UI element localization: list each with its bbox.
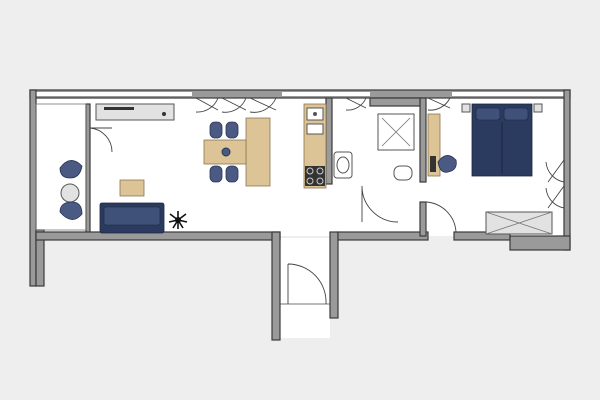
bath-bedroom-wall: [419, 97, 427, 183]
bedroom-window-right-2: [545, 185, 565, 209]
window-3: [249, 97, 277, 113]
bottom-wall-right-3: [509, 235, 571, 251]
nightstand-right: [533, 103, 543, 113]
bedroom-door: [425, 201, 457, 236]
balcony-chair-top: [59, 160, 83, 179]
top-wall-window-mid: [282, 92, 370, 96]
nightstand-left: [461, 103, 471, 113]
corridor-wall-right: [329, 231, 339, 319]
top-wall-window-left: [36, 92, 192, 96]
chair-3: [209, 165, 223, 183]
burner-3: [306, 177, 314, 185]
sofa-seat: [103, 206, 161, 226]
chair-1: [209, 121, 223, 139]
pillow-right: [503, 107, 529, 121]
bathroom-door: [361, 185, 399, 223]
burner-4: [316, 177, 324, 185]
sideboard-knob: [162, 112, 166, 116]
desk-chair: [437, 155, 457, 173]
bath-top-wall: [369, 97, 421, 107]
balcony-divider: [85, 103, 91, 235]
balcony: [35, 103, 113, 231]
balcony-area: [35, 103, 87, 231]
sink-basin: [336, 156, 350, 174]
right-wall: [563, 89, 571, 251]
sink-drain: [313, 112, 317, 116]
window-2: [221, 97, 247, 113]
laptop: [430, 156, 436, 172]
kitchen-bath-wall: [325, 97, 333, 185]
coffee-table: [119, 179, 145, 197]
kitchen-window: [345, 97, 367, 111]
plant-icon: [168, 211, 188, 229]
bottom-wall-right-1: [337, 231, 429, 241]
table-lamp: [221, 147, 231, 157]
chair-2: [225, 121, 239, 139]
dishwasher: [306, 123, 324, 135]
bathroom-sink: [333, 151, 353, 179]
toilet: [393, 165, 413, 181]
cooktop: [305, 166, 325, 186]
counter: [245, 117, 271, 187]
wardrobe-cross: [485, 211, 553, 235]
bathroom: [333, 113, 415, 223]
bedroom-window: [427, 97, 451, 111]
corridor-wall-left: [271, 231, 281, 341]
pillow-left: [475, 107, 501, 121]
bedroom-window-right-1: [545, 159, 565, 183]
burner-1: [306, 167, 314, 175]
bath-bedroom-wall-lower: [419, 201, 427, 237]
chair-4: [225, 165, 239, 183]
balcony-chair-bottom: [59, 201, 83, 220]
bedroom: [425, 97, 565, 236]
window-1: [195, 97, 219, 113]
living-room: [95, 97, 277, 234]
kitchen: [303, 97, 367, 189]
burner-2: [316, 167, 324, 175]
entrance: [280, 263, 330, 305]
tv: [104, 107, 134, 110]
shower-drain-lines: [381, 117, 411, 147]
balcony-table: [60, 183, 80, 203]
balcony-door: [89, 127, 113, 153]
entrance-door: [287, 263, 327, 305]
tv-sideboard: [95, 103, 175, 121]
top-wall-window-right: [452, 92, 564, 96]
left-wall: [29, 89, 37, 287]
